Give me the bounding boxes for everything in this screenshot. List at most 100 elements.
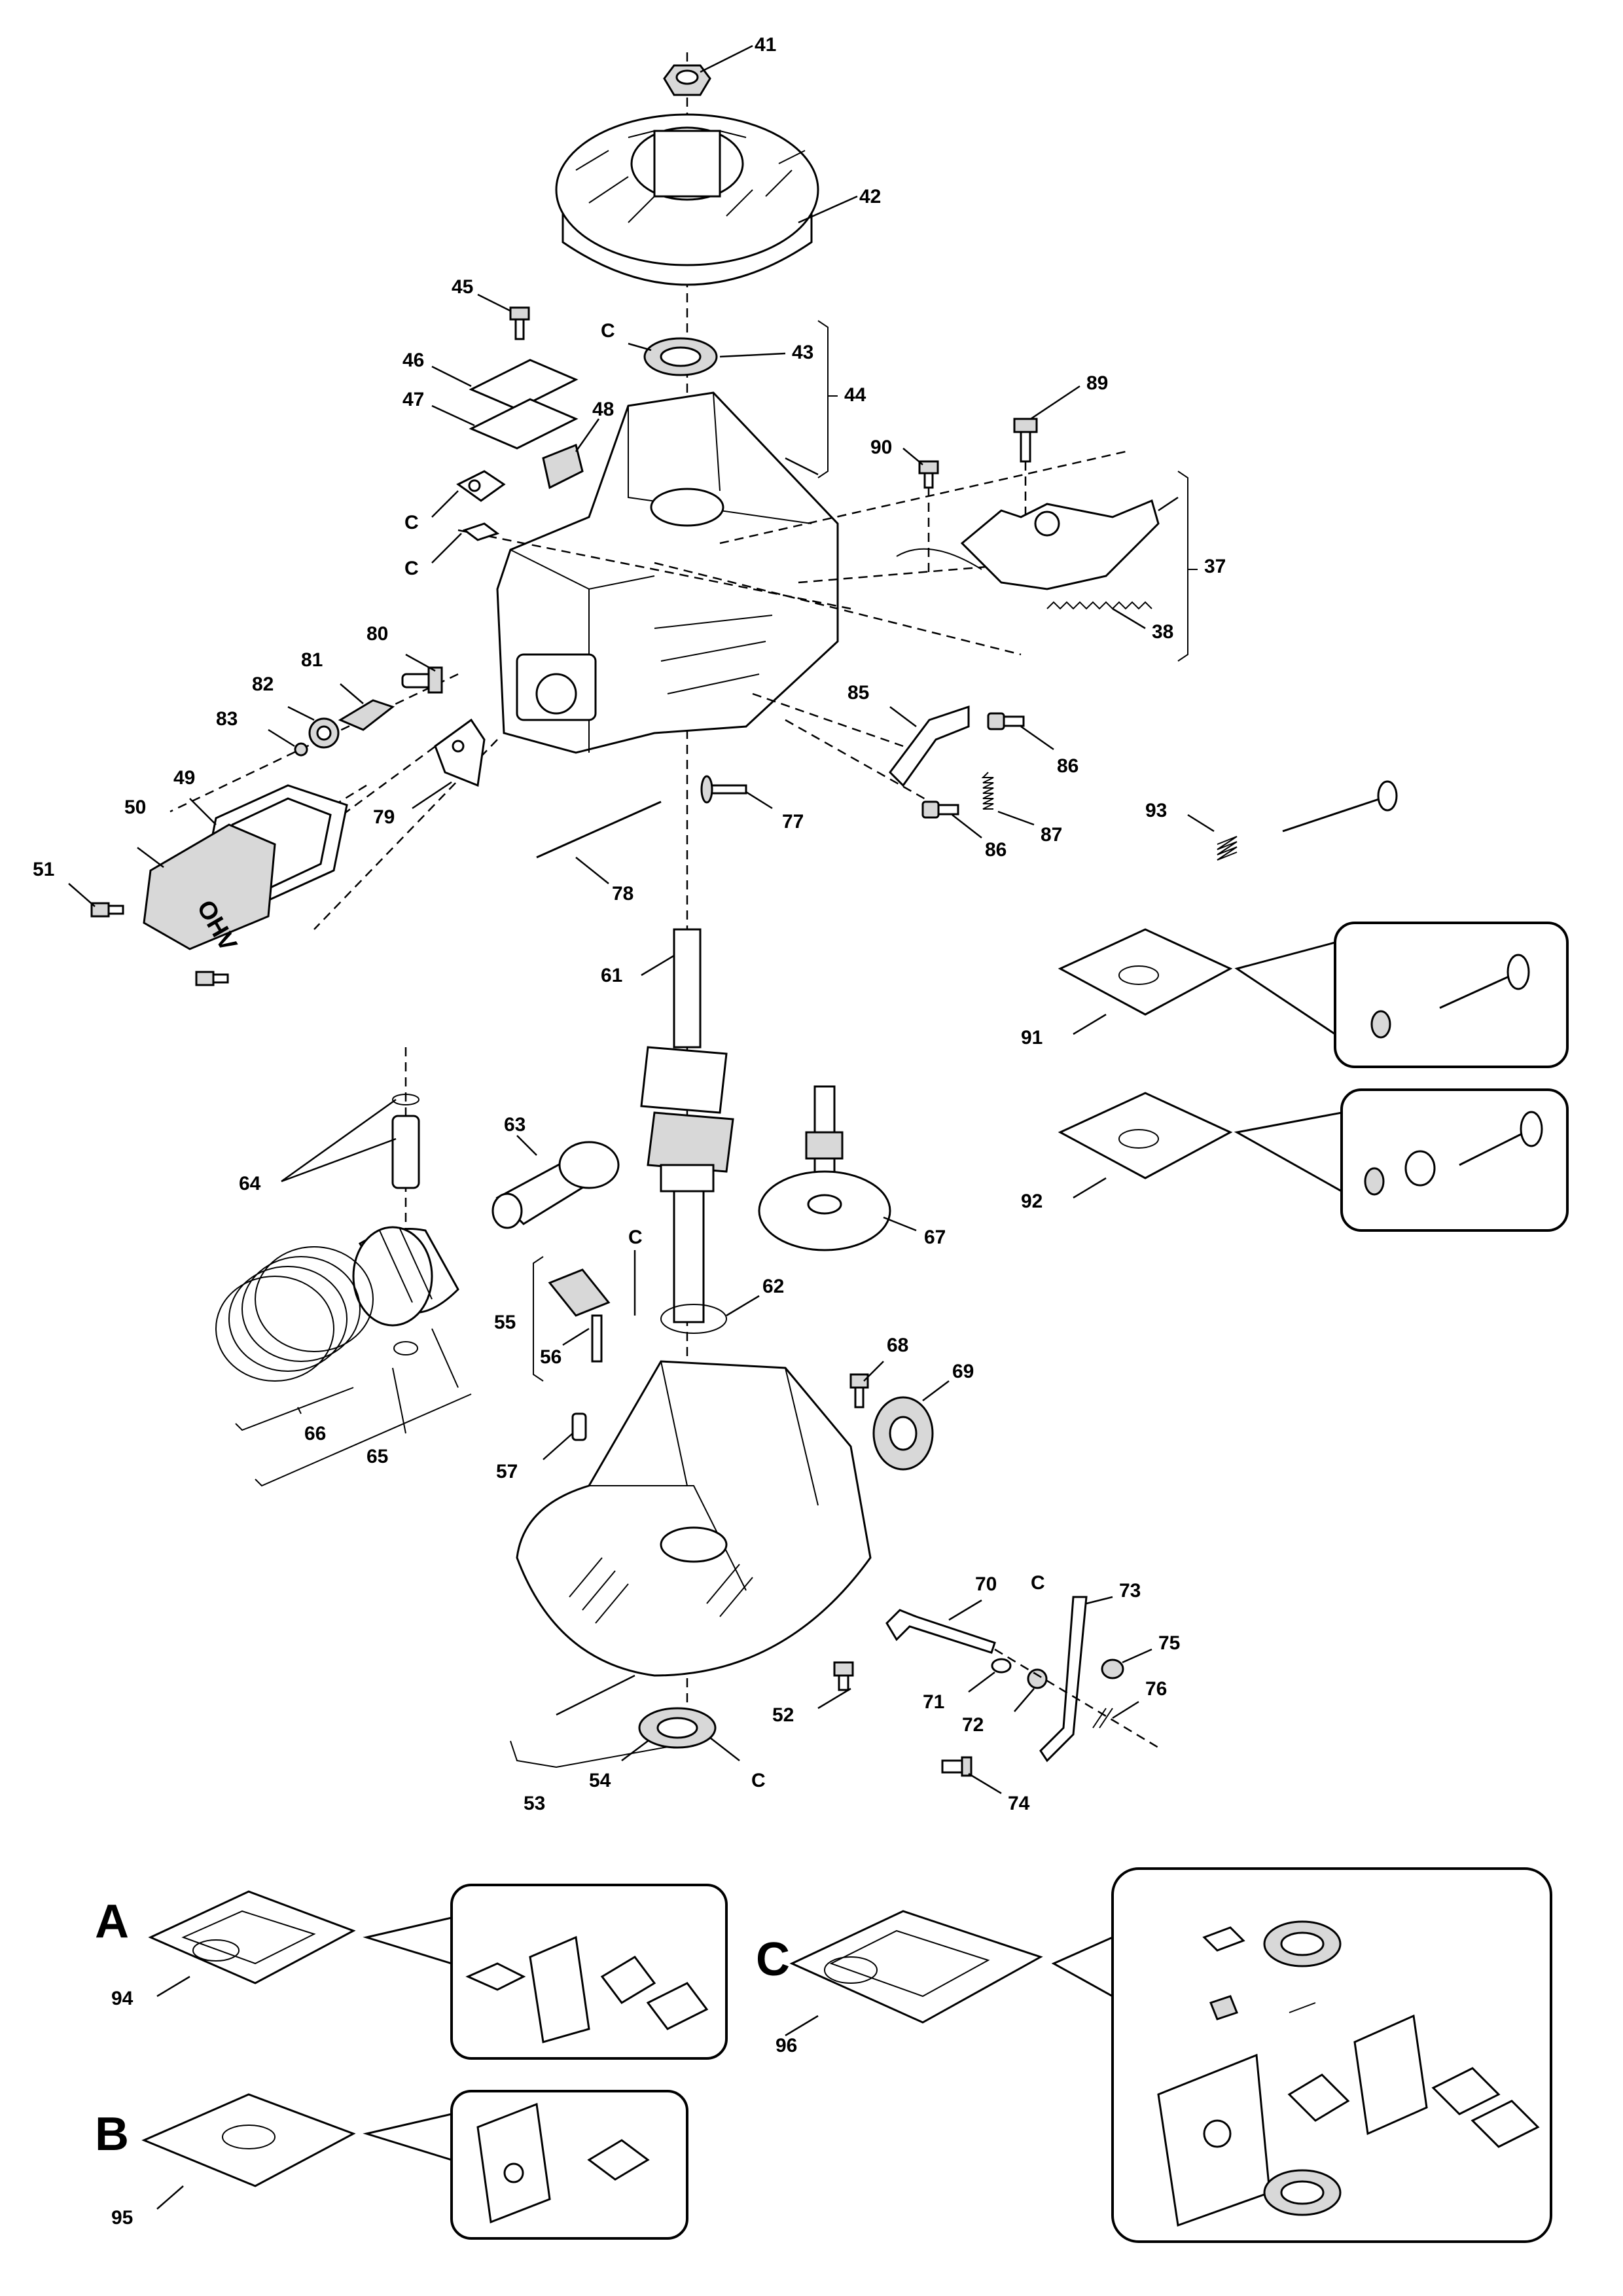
part-37-governor-bracket: [896, 499, 1160, 590]
callout-89: 89: [1086, 372, 1108, 394]
kit-marker-c-o-ring: C: [628, 1227, 643, 1248]
callout-43: 43: [792, 342, 813, 363]
callout-41: 41: [755, 34, 776, 56]
callout-76: 76: [1145, 1678, 1167, 1700]
callout-57: 57: [496, 1461, 518, 1482]
part-46-cover-plate: [469, 359, 579, 410]
callout-82: 82: [252, 673, 274, 695]
kit-letter-c: C: [756, 1933, 790, 1986]
part-81-rocker-arm: [338, 699, 395, 731]
detail-box-92: [1340, 1088, 1569, 1232]
part-42-flywheel: [555, 113, 819, 286]
kit-marker-c-seal-54: C: [751, 1770, 766, 1791]
callout-55: 55: [494, 1312, 516, 1333]
kit-letter-b: B: [95, 2108, 129, 2161]
callout-48: 48: [592, 399, 614, 420]
part-56-sensor-probe: [591, 1314, 603, 1363]
callout-46: 46: [402, 350, 424, 371]
kit-marker-c-gasket-2: C: [404, 558, 419, 579]
part-91-valve-kit-bag: [1058, 928, 1233, 1016]
part-70-governor-shaft: [885, 1609, 996, 1654]
part-85-bracket: [889, 705, 970, 787]
part-90-bolt: [918, 460, 939, 489]
callout-50: 50: [124, 797, 146, 818]
part-51-screw-b: [195, 971, 229, 986]
part-72-seal: [1027, 1668, 1048, 1689]
part-54-oil-seal: [638, 1707, 717, 1749]
detail-92-valve: [1364, 1111, 1543, 1196]
callout-95: 95: [111, 2207, 133, 2229]
kit-a-gasket-bag: [148, 1890, 356, 1984]
part-61-crankshaft: [640, 928, 734, 1323]
part-48-block: [542, 443, 584, 490]
callout-69: 69: [952, 1361, 974, 1382]
callout-87: 87: [1041, 824, 1062, 846]
callout-77: 77: [782, 811, 804, 833]
part-43-oil-seal: [643, 337, 718, 376]
part-75-nut: [1101, 1659, 1124, 1679]
part-65-clip: [393, 1341, 418, 1355]
part-77-valve-lifter: [700, 775, 747, 804]
part-73-governor-lever: [1039, 1596, 1088, 1763]
callout-78: 78: [612, 883, 633, 905]
callout-86-b: 86: [985, 839, 1007, 861]
part-63-connecting-rod: [491, 1141, 620, 1229]
part-71-washer: [991, 1658, 1012, 1674]
detail-box-91: [1334, 922, 1569, 1068]
part-45-screw: [509, 306, 530, 340]
kit-c-markers: C C C C C C C: [404, 320, 1045, 1791]
callout-79: 79: [373, 806, 395, 828]
part-80-stud: [401, 666, 443, 694]
part-c-gasket-2: [462, 522, 500, 541]
part-67-camshaft: [758, 1085, 891, 1251]
callout-68: 68: [887, 1335, 908, 1356]
part-69-governor-gear: [872, 1396, 934, 1471]
callout-75: 75: [1158, 1632, 1180, 1654]
callout-62: 62: [762, 1276, 784, 1297]
callout-74: 74: [1008, 1793, 1030, 1814]
part-41-nut: [663, 64, 711, 96]
callout-56: 56: [540, 1346, 562, 1368]
callout-54: 54: [589, 1770, 611, 1791]
part-83-nut: [294, 742, 308, 757]
part-74-pin: [941, 1756, 972, 1777]
callout-52: 52: [772, 1704, 794, 1726]
part-52-drain-bolt: [833, 1661, 854, 1691]
callout-72: 72: [962, 1714, 984, 1736]
callout-45: 45: [452, 276, 473, 298]
part-87-spring: [981, 772, 994, 810]
part-86-bolt-a: [987, 712, 1025, 730]
kit-c-gasket-bag: [789, 1910, 1043, 2024]
callout-92: 92: [1021, 1191, 1043, 1212]
callout-80: 80: [366, 623, 388, 645]
part-82-pivot: [308, 717, 340, 749]
part-50-valve-cover: OHV: [143, 823, 276, 956]
callout-44: 44: [844, 384, 866, 406]
kit-b-gasket-bag: [141, 2093, 356, 2187]
part-47-gasket: [469, 398, 579, 450]
part-62-o-ring: [660, 1304, 727, 1334]
part-86-bolt-b: [921, 800, 959, 819]
part-piston: [352, 1226, 459, 1327]
detail-c-gaskets: [1157, 1920, 1540, 2227]
callout-70: 70: [975, 1573, 997, 1595]
callout-47: 47: [402, 389, 424, 410]
callout-63: 63: [504, 1114, 526, 1136]
detail-b-gaskets: [476, 2102, 650, 2224]
part-66-piston-rings: [215, 1246, 374, 1382]
callout-85: 85: [847, 682, 869, 704]
part-64-piston-pin: [391, 1094, 420, 1189]
callout-96: 96: [776, 2035, 797, 2056]
kit-marker-c-seal-72: C: [1031, 1572, 1045, 1594]
part-53-crankcase-sump: [516, 1360, 872, 1677]
part-76-clip: [1092, 1708, 1113, 1729]
callout-94: 94: [111, 1988, 134, 2009]
callout-93: 93: [1145, 800, 1167, 821]
kit-marker-c-seal-43: C: [601, 320, 615, 342]
callout-66: 66: [304, 1423, 326, 1444]
detail-91-valve: [1370, 954, 1530, 1039]
part-57-dowel-pin: [571, 1412, 587, 1441]
part-c-gasket-1: [456, 470, 506, 502]
kit-marker-c-gasket-1: C: [404, 512, 419, 533]
